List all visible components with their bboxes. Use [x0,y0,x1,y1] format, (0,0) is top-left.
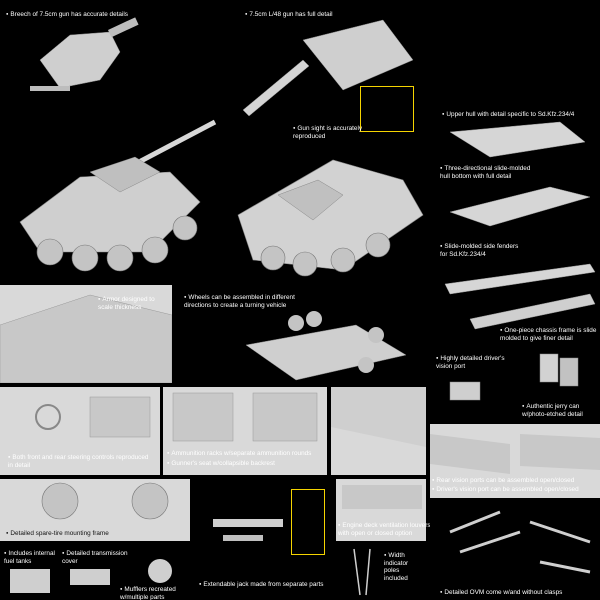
armored-car-model-icon [19,119,217,272]
jerry-can-icon [539,353,579,387]
vision-port-icon [449,381,481,401]
ammo-rack-icon [172,392,318,442]
caption-vision-port: Highly detailed driver's vision port [436,354,505,370]
caption-upper-hull: Upper hull with detail specific to Sd.Kf… [442,110,574,119]
panel-vehicle-left [0,112,233,280]
caption-gunner-seat: Gunner's seat w/collapsible backrest [167,459,275,468]
fender-part-icon [444,263,596,330]
panel-fuel-mufflers: Includes internal fuel tanks Detailed tr… [0,545,190,600]
panel-gun-full: 7.5cm L/48 gun has full detail Gun sight… [233,0,426,140]
caption-mufflers: Mufflers recreated w/multiple parts [120,585,176,600]
jack-part-icon [213,519,283,541]
panel-spare-tire: Detailed spare-tire mounting frame [0,479,190,541]
armor-plate-icon [0,294,172,383]
panel-hull-closeup [331,387,426,475]
caption-hull-bottom: Three-directional slide-molded hull bott… [440,164,530,180]
caption-engine-deck: Engine deck ventilation louvers with ope… [338,521,431,537]
panel-vision-port: Highly detailed driver's vision port [430,348,512,420]
armored-car-top-icon [237,159,424,277]
panel-fenders: Slide-molded side fenders for Sd.Kfz.234… [430,234,600,344]
caption-wheels: Wheels can be assembled in different dir… [184,293,295,309]
caption-width-poles: Width indicator poles included [384,551,408,582]
panel-jack: Extendable jack made from separate parts [193,479,333,597]
caption-driver-vision: Driver's vision port can be assembled op… [432,485,578,494]
caption-armor: Armor designed to scale thickness [98,295,155,311]
caption-jerry-can: Authentic jerry can w/photo-etched detai… [522,402,583,418]
gun-sight-highlight [360,86,414,132]
steering-wheel-icon [35,396,151,438]
wheel-part-icon [245,311,407,381]
tool-part-icon [449,510,591,574]
hull-closeup-icon [331,387,426,447]
hull-part-icon [449,121,591,227]
engine-louver-icon [342,485,422,509]
width-pole-icon [353,548,371,596]
caption-ammo-racks: Ammunition racks w/separate ammunition r… [167,449,311,458]
panel-vehicle-right [233,140,426,280]
caption-jack: Extendable jack made from separate parts [199,580,323,589]
caption-rear-vision: Rear vision ports can be assembled open/… [432,476,574,485]
muffler-part-icon [10,559,172,593]
caption-steering: Both front and rear steering controls re… [8,453,148,469]
caption-side-fenders: Slide-molded side fenders for Sd.Kfz.234… [440,242,518,258]
panel-breech: Breech of 7.5cm gun has accurate details [0,0,148,112]
panel-width-poles: Width indicator poles included [336,545,426,600]
caption-gun-full: 7.5cm L/48 gun has full detail [245,10,332,19]
panel-wheels: Wheels can be assembled in different dir… [176,285,426,383]
gun-barrel-icon [242,19,414,117]
panel-ovm: Detailed OVM come w/and without clasps [430,502,600,600]
caption-spare-tire: Detailed spare-tire mounting frame [6,529,108,538]
caption-breech: Breech of 7.5cm gun has accurate details [6,10,128,19]
caption-fuel-tanks: Includes internal fuel tanks [4,549,55,565]
panel-steering: Both front and rear steering controls re… [0,387,160,475]
panel-armor: Armor designed to scale thickness [0,285,172,383]
jack-highlight [291,489,325,555]
caption-ovm: Detailed OVM come w/and without clasps [440,588,562,597]
panel-jerry-can: Authentic jerry can w/photo-etched detai… [516,348,600,420]
breech-part-icon [30,17,139,91]
panel-upper-hull: Upper hull with detail specific to Sd.Kf… [430,102,600,230]
caption-gun-sight: Gun sight is accurately reproduced [293,124,362,140]
caption-transmission: Detailed transmission cover [62,549,128,565]
caption-chassis: One-piece chassis frame is slide molded … [500,326,596,342]
spare-tire-icon [41,482,169,520]
vision-slit-icon [430,434,600,474]
panel-ammo-racks: Ammunition racks w/separate ammunition r… [163,387,327,475]
